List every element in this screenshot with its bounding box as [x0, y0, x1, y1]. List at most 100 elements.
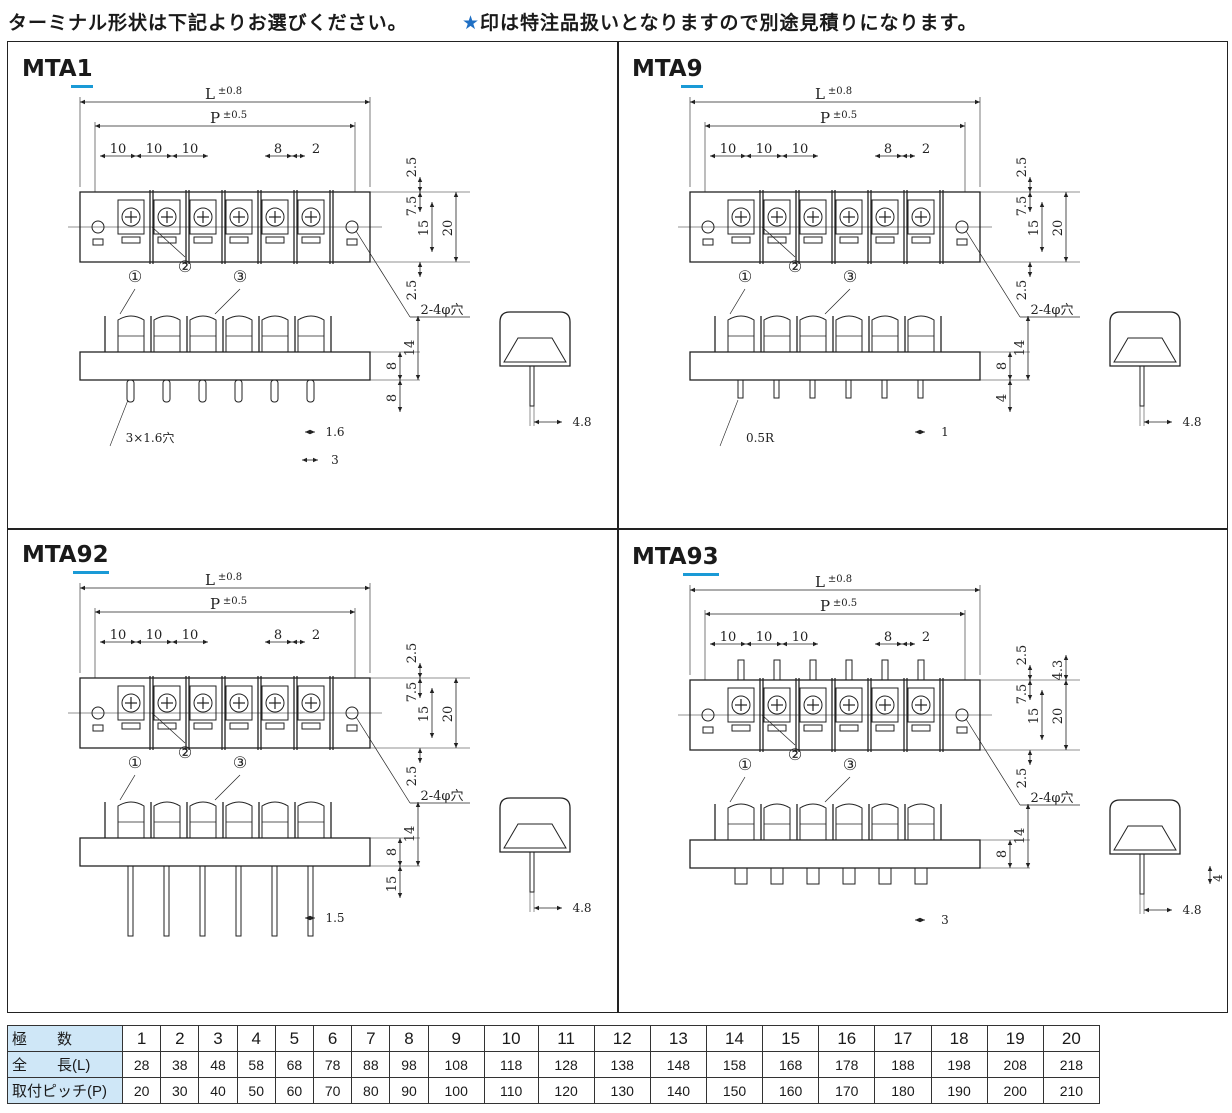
terminal-block: [907, 199, 935, 235]
dimension-label: 2: [922, 630, 930, 645]
callout-1: ①: [128, 267, 142, 286]
dimension-label: ±0.5: [833, 598, 857, 609]
table-cell: 13: [649, 1025, 707, 1052]
screw-head: [839, 695, 859, 715]
table-cell: 210: [1042, 1077, 1101, 1104]
dimension-label: 20: [441, 220, 456, 237]
terminal-front-block: [763, 315, 791, 352]
dimension-label: ±0.5: [833, 110, 857, 121]
dimension-label: L: [815, 573, 825, 591]
mount-hole: [701, 220, 715, 234]
screw-head: [229, 207, 249, 227]
terminal-block: [153, 199, 181, 235]
dimension-label: 8: [995, 362, 1010, 370]
terminal-front-block: [117, 801, 145, 838]
mount-hole: [345, 706, 359, 720]
panel-title-prefix: MTA: [632, 544, 687, 570]
pin-long: [271, 865, 278, 937]
mount-hole: [955, 708, 969, 722]
panel-title-suffix: 92: [72, 542, 109, 574]
terminal-block: [297, 199, 325, 235]
dimension-label: 15: [417, 220, 432, 237]
terminal-front-block: [871, 803, 899, 840]
terminal-block: [871, 687, 899, 723]
table-cell: 11: [537, 1025, 595, 1052]
dimension-label: 10: [182, 628, 199, 643]
dimension-label: L: [205, 85, 215, 103]
screw-head: [911, 207, 931, 227]
terminal-front-block: [153, 315, 181, 352]
panel-title-prefix: MTA: [22, 56, 77, 82]
grid-divider-vertical: [617, 41, 619, 1013]
terminal-front-block: [189, 315, 217, 352]
terminal-block: [763, 687, 791, 723]
pin-long: [127, 865, 134, 937]
terminal-front-block: [835, 315, 863, 352]
callout-2: ②: [788, 745, 802, 764]
screw-head: [157, 207, 177, 227]
dimension-label: 2.5: [405, 643, 420, 664]
table-cell: 148: [649, 1051, 707, 1078]
callout-2: ②: [178, 257, 192, 276]
callout-3: ③: [843, 267, 857, 286]
screw-head: [121, 207, 141, 227]
terminal-front-body: [79, 351, 371, 381]
side-pin: [529, 365, 535, 407]
table-cell: 158: [705, 1051, 764, 1078]
terminal-block: [907, 687, 935, 723]
dimension-label: 7.5: [1015, 684, 1030, 705]
dimension-label: 15: [417, 706, 432, 723]
screw-head: [229, 693, 249, 713]
pin-square: [842, 867, 856, 885]
terminal-front-block: [261, 315, 289, 352]
dimension-label: 2.5: [1015, 157, 1030, 178]
terminal-front-block: [799, 803, 827, 840]
table-cell: 78: [313, 1051, 353, 1078]
table-cell: 80: [351, 1077, 391, 1104]
dimension-label: P: [210, 109, 220, 127]
table-cell: 58: [236, 1051, 276, 1078]
dimension-label: 2.5: [1015, 768, 1030, 789]
table-cell: 88: [351, 1051, 391, 1078]
dimension-label: P: [210, 595, 220, 613]
dimension-label: 2.5: [1015, 645, 1030, 666]
pin-solder: [126, 379, 135, 403]
pin-top: [809, 659, 817, 681]
pin-square: [770, 867, 784, 885]
dimension-label: L: [815, 85, 825, 103]
terminal-front-block: [763, 803, 791, 840]
side-view: [1109, 311, 1181, 367]
table-cell: 98: [389, 1051, 429, 1078]
pin-top: [773, 659, 781, 681]
terminal-block: [225, 685, 253, 721]
dimension-label: 1: [941, 425, 949, 439]
dimension-label: ±0.8: [218, 572, 242, 583]
mount-hole: [345, 220, 359, 234]
pin-short: [917, 379, 924, 399]
table-cell: 14: [705, 1025, 764, 1052]
pin-short: [881, 379, 888, 399]
terminal-block: [189, 199, 217, 235]
screw-head: [731, 695, 751, 715]
table-cell: 5: [274, 1025, 315, 1052]
dimension-label: ±0.5: [223, 596, 247, 607]
special-order-text: 印は特注品扱いとなりますので別途見積りになります。: [480, 12, 978, 34]
grid-divider-horizontal: [7, 528, 1228, 530]
panel-title: MTA1: [22, 56, 93, 88]
dimension-label: P: [820, 597, 830, 615]
screw-head: [767, 207, 787, 227]
terminal-front-block: [871, 315, 899, 352]
screw-head: [875, 207, 895, 227]
table-cell: 8: [389, 1025, 429, 1052]
screw-head: [265, 207, 285, 227]
table-cell: 20: [1042, 1025, 1101, 1052]
table-cell: 170: [818, 1077, 876, 1104]
dimension-label: 15: [1027, 708, 1042, 725]
dimension-label: 4.8: [572, 901, 591, 915]
panel-title: MTA92: [22, 542, 109, 574]
side-pin: [1139, 365, 1145, 407]
table-cell: 6: [313, 1025, 353, 1052]
callout-3: ③: [843, 755, 857, 774]
